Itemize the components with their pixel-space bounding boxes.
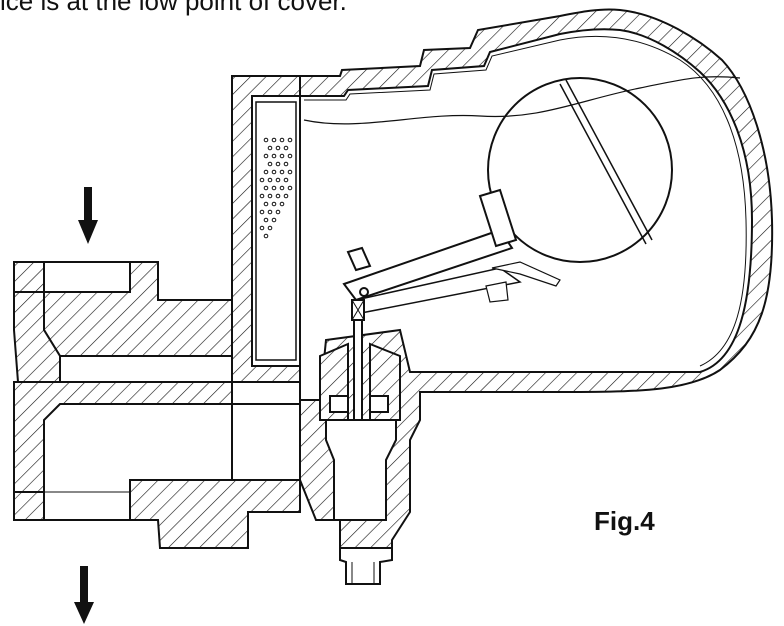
- valve-seat: [319, 342, 401, 521]
- outlet-flow-arrow: [74, 566, 94, 624]
- inlet-outlet-body: [13, 245, 301, 549]
- water-level-line: [303, 76, 741, 125]
- float-lever-arm: [342, 188, 561, 315]
- drain-plug: [339, 547, 393, 585]
- trap-body-shell: [299, 8, 774, 549]
- caption-text: ice is at the low point of cover.: [0, 0, 347, 16]
- figure-label: Fig.4: [594, 506, 655, 536]
- inlet-flow-arrow: [78, 187, 98, 244]
- float-ball: [487, 77, 673, 263]
- strainer-screen: [255, 101, 297, 361]
